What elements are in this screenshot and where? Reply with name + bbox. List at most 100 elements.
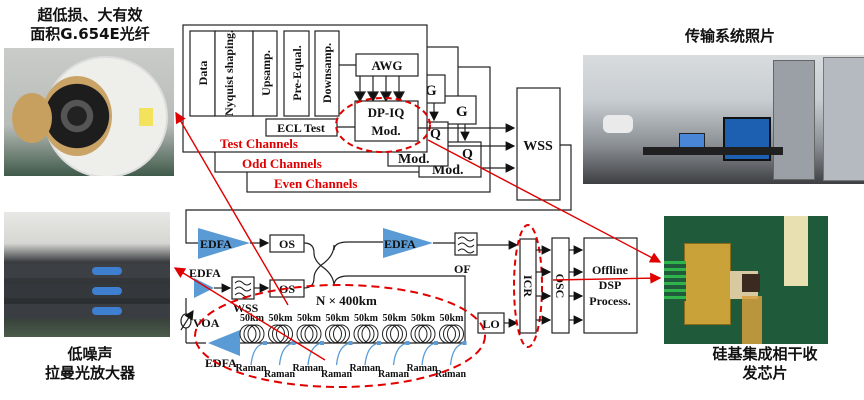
spans-highlight-ellipse: [194, 284, 486, 388]
dsp-line-2: DSP: [599, 278, 622, 292]
span-length-label: 50km: [297, 313, 322, 324]
fiber-coil-loop: [386, 324, 403, 344]
even-mod-partial-q: Q: [462, 147, 473, 162]
raman-label: Raman: [349, 363, 381, 374]
wss-main-label: WSS: [523, 139, 553, 154]
edfa-1-label: EDFA: [200, 237, 232, 251]
fiber-spool-photo: [4, 48, 174, 176]
raman-coupler: [348, 341, 353, 345]
dp-iq-mod-box: [354, 100, 419, 142]
dsp-line-3: Process.: [589, 294, 630, 308]
fiber-coil-loop: [333, 324, 350, 344]
of-label: OF: [454, 262, 471, 276]
fiber-coil-loop: [304, 324, 322, 344]
fiber-coil-loop: [443, 324, 460, 344]
edfa-1-icon: [198, 228, 250, 259]
span-length-label: 50km: [326, 313, 351, 324]
fiber-caption: 超低损、大有效 面积G.654E光纤: [20, 6, 160, 44]
odd-channels-label: Odd Channels: [242, 156, 322, 171]
fiber-coil-loop: [357, 324, 375, 344]
raman-pump-line: [250, 342, 266, 366]
raman-caption-line-2: 拉曼光放大器: [44, 364, 135, 382]
fiber-coil-loop: [243, 324, 261, 344]
awg-label: AWG: [371, 58, 402, 73]
raman-label: Raman: [292, 363, 324, 374]
dp-iq-label: DP-IQ: [368, 105, 405, 120]
dsp-block-downsamp: Downsamp.: [320, 43, 334, 103]
fiber-coil-loop: [247, 324, 265, 344]
raman-pump-line: [392, 342, 408, 366]
pointer-arrows: [173, 111, 662, 361]
raman-amplifier-photo: [4, 212, 170, 337]
edfa-3-label: EDFA: [384, 237, 416, 251]
wss-loop-label: WSS: [233, 301, 259, 315]
raman-amp-caption: 低噪声 拉曼光放大器: [15, 345, 165, 383]
span-total-label: N × 400km: [316, 293, 377, 308]
fiber-coil-loop: [410, 324, 428, 344]
even-mod-partial-mod: Mod.: [432, 163, 464, 178]
osc-label: OSC: [553, 274, 567, 299]
nyquist-line: Nyquist shaping.: [222, 30, 236, 116]
dsp-line-1: Offline: [592, 263, 629, 277]
fiber-coil-loop: [268, 324, 285, 344]
fiber-coil-loop: [272, 324, 289, 344]
span-length-label: 50km: [354, 313, 379, 324]
raman-coupler: [377, 341, 381, 345]
raman-label: Raman: [321, 369, 353, 380]
even-awg-partial: G: [456, 104, 468, 120]
chip-caption-line-2: 发芯片: [742, 364, 788, 382]
fiber-spans: 50kmRaman50kmRaman50kmRaman50kmRaman50km…: [235, 313, 467, 380]
icr-highlight-ellipse: [513, 224, 543, 348]
osc-box: [551, 237, 570, 334]
span-length-label: 50km: [440, 313, 465, 324]
raman-coupler: [291, 341, 296, 345]
span-length-label: 50km: [269, 313, 294, 324]
edfa-4-label: EDFA: [205, 356, 237, 370]
raman-pump-line: [364, 342, 380, 366]
raman-pump-line: [421, 342, 437, 366]
span-length-label: 50km: [383, 313, 408, 324]
mod-label: Mod.: [371, 123, 400, 138]
awg-to-mod-arrows: [353, 76, 406, 103]
edfa-4-icon: [208, 330, 240, 356]
dsp-block-nyquist: Nyquist shaping.: [222, 30, 236, 116]
mod-highlight-ellipse: [335, 97, 431, 153]
chip-caption-line-1: 硅基集成相干收: [712, 345, 818, 363]
fiber-coil-loop: [382, 324, 399, 344]
raman-label: Raman: [235, 363, 267, 374]
dsp-block-upsamp: Upsamp.: [259, 50, 273, 96]
edfa-3-icon: [383, 228, 433, 258]
span-length-label: 50km: [240, 313, 265, 324]
fiber-coil-loop: [439, 324, 456, 344]
raman-pump-line: [335, 342, 351, 366]
dsp-block-pre-equal: Pre-Equal.: [290, 45, 304, 100]
even-channels-label: Even Channels: [274, 176, 357, 191]
voa-label: VOA: [193, 316, 220, 330]
fiber-caption-line-2: 面积G.654E光纤: [30, 25, 150, 43]
raman-coupler: [320, 341, 324, 345]
span-length-label: 50km: [411, 313, 436, 324]
dsp-block-data: Data: [196, 61, 210, 86]
os-1-label: OS: [279, 237, 295, 251]
odd-mod-partial-mod: Mod.: [398, 152, 430, 167]
raman-label: Raman: [264, 369, 296, 380]
raman-label: Raman: [406, 363, 438, 374]
wss-main-box[interactable]: [516, 87, 561, 201]
voa-icon: [180, 309, 194, 331]
icr-label: ICR: [521, 275, 535, 297]
fiber-coil-loop: [300, 324, 318, 344]
raman-pump-line: [278, 342, 294, 366]
silicon-chip-photo: [664, 216, 828, 344]
offline-dsp-box: [583, 237, 638, 334]
odd-awg-partial: G: [425, 83, 437, 99]
fiber-coil-loop: [390, 324, 407, 344]
fiber-coil-loop: [329, 324, 346, 344]
raman-label: Raman: [378, 369, 410, 380]
ecl-test-label: ECL Test: [277, 121, 325, 135]
fiber-coil-loop: [239, 324, 257, 344]
